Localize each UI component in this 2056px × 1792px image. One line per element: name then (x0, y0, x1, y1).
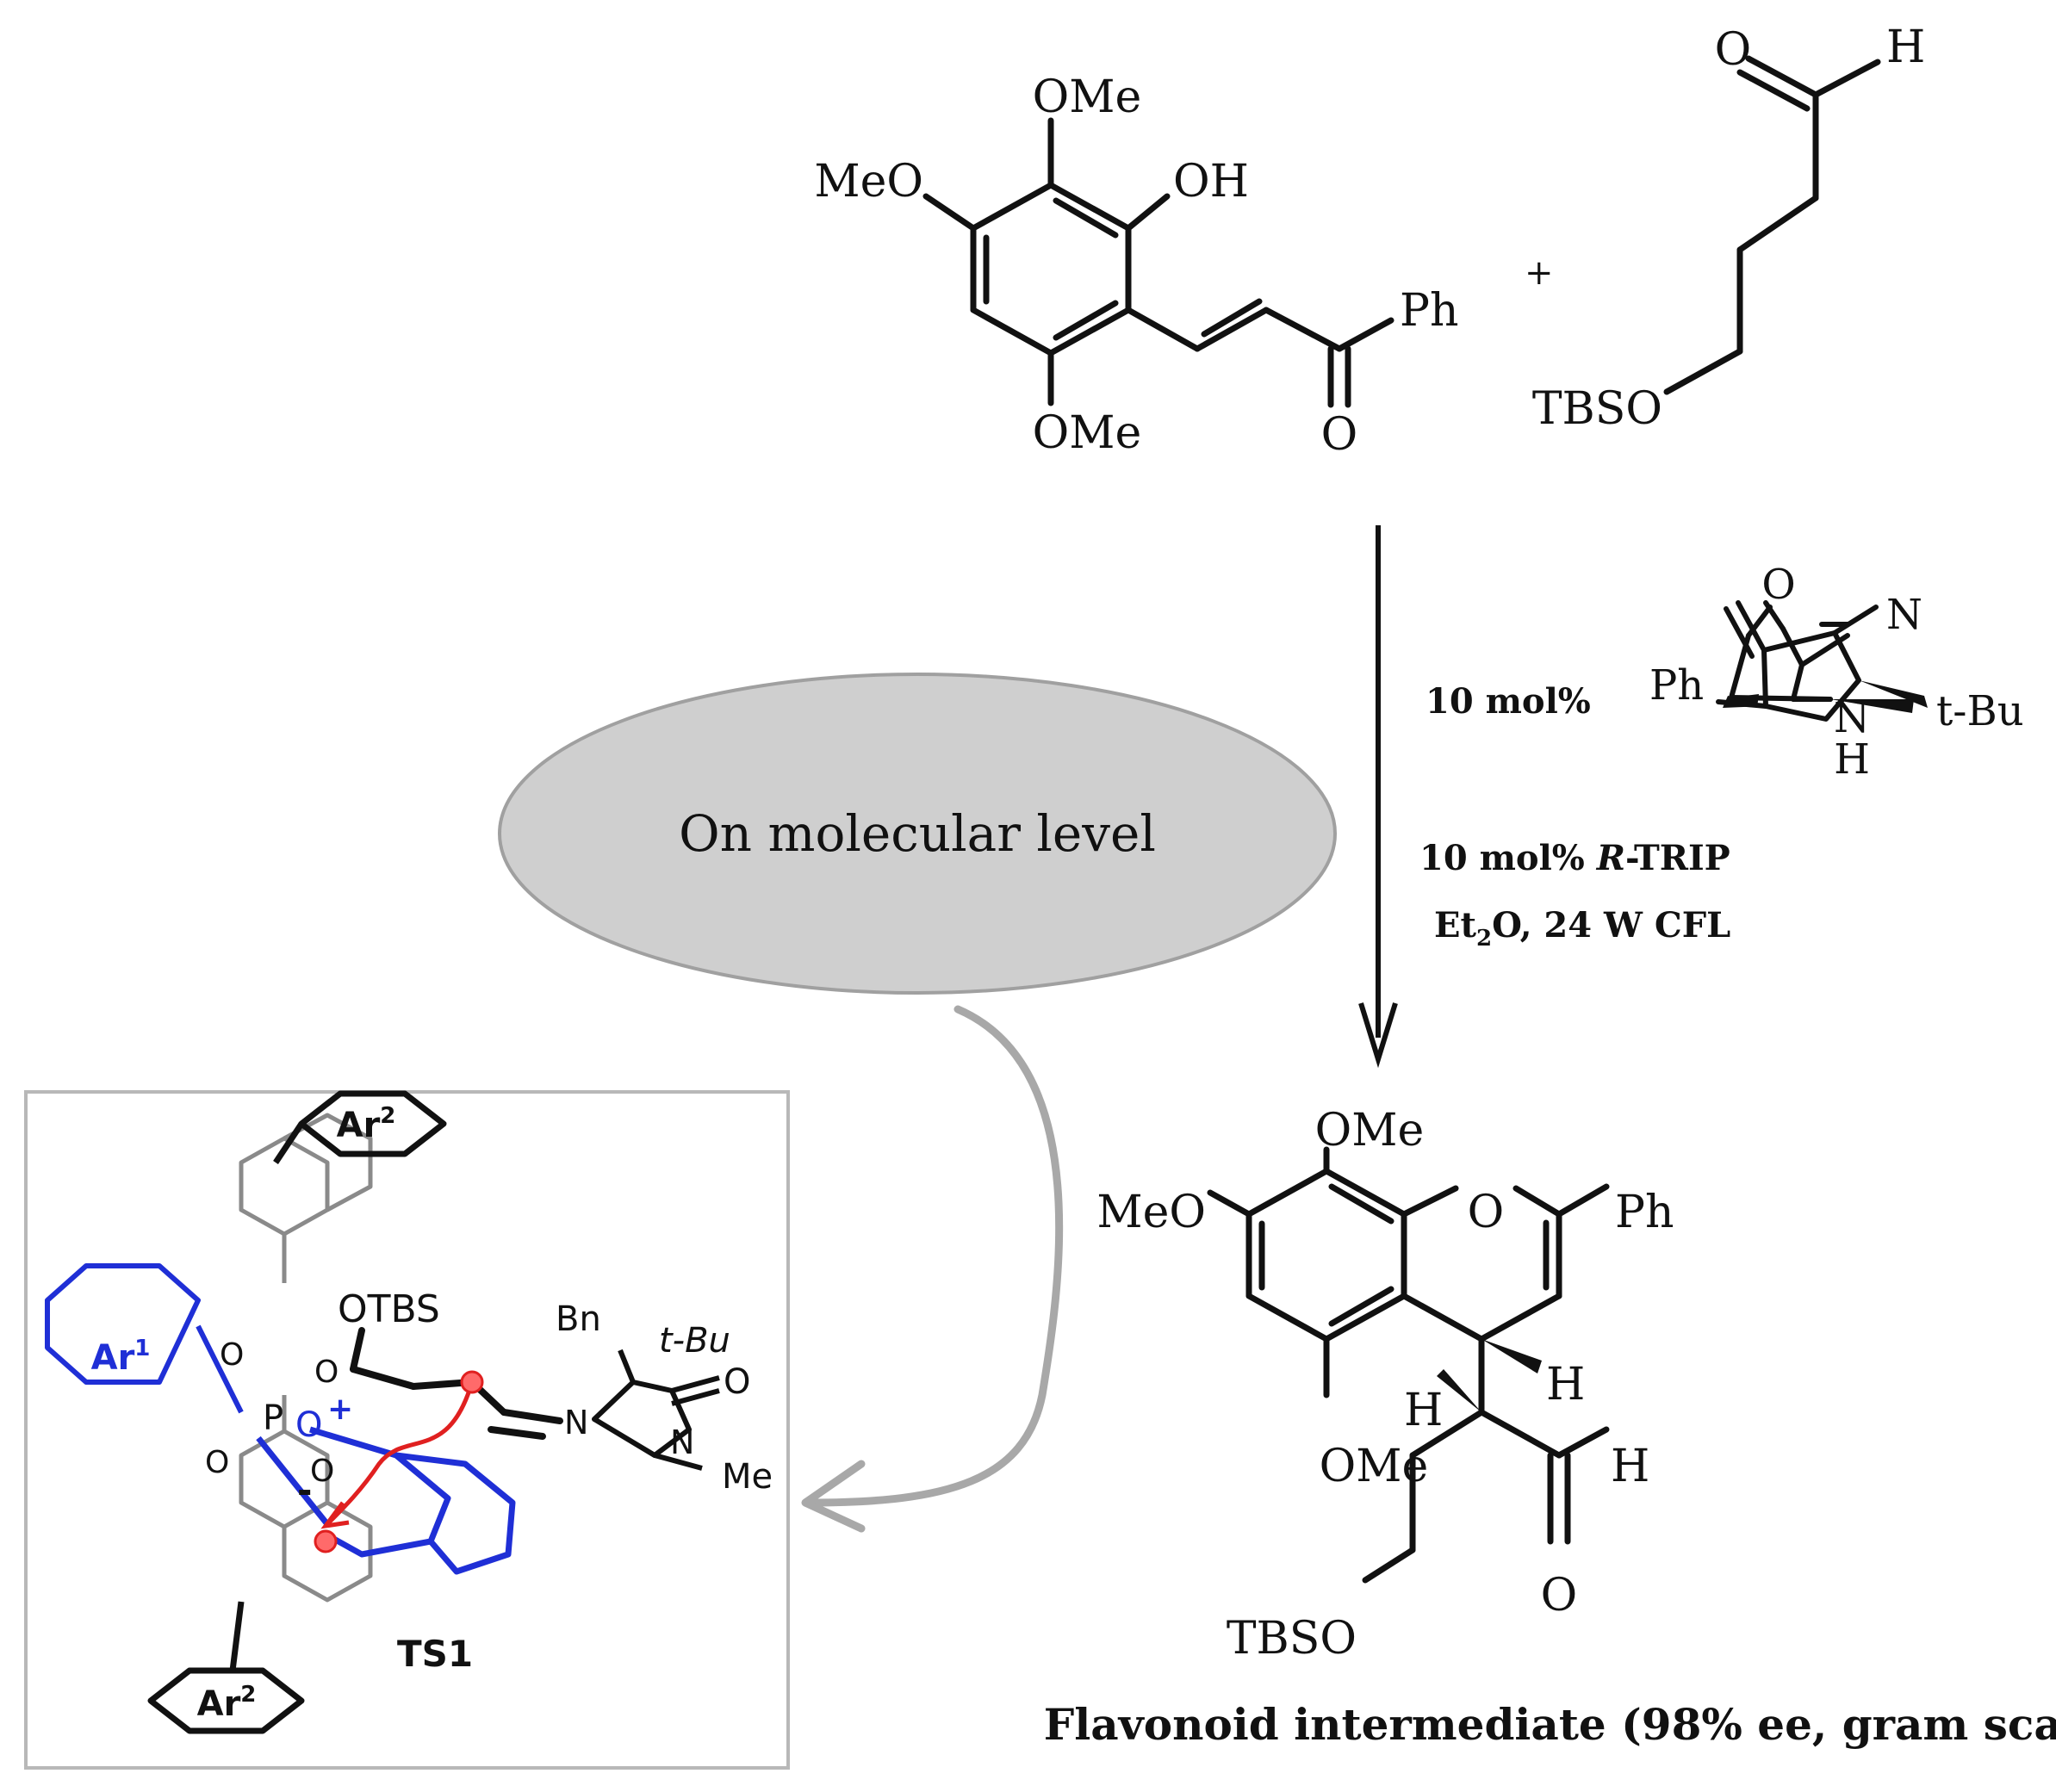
ts-phosphate-o4: O (310, 1454, 334, 1489)
ts-oxonium-o: O (295, 1405, 322, 1445)
ts-otbs: OTBS (338, 1287, 440, 1331)
chalcone-labels: OMe MeO OH OMe Ph O (814, 71, 1458, 461)
plus-sign: + (1525, 253, 1554, 293)
ts-plus: + (327, 1392, 353, 1427)
ts-n-left: N (564, 1404, 588, 1442)
catalyst-tbu: t-Bu (1936, 687, 2024, 735)
ts-phosphate-o1: O (220, 1337, 244, 1373)
aldehyde-o: O (1715, 24, 1752, 76)
ts-electron-arrowhead (320, 1501, 350, 1529)
ts-reactive-center-bottom (314, 1529, 338, 1553)
ts-phosphate-o3: O (205, 1445, 229, 1480)
ts-ar1: Ar1 (91, 1336, 151, 1378)
catalyst-o: O (1761, 561, 1795, 609)
catalyst-labels: O N Ph N H t-Bu (1649, 561, 2024, 784)
catalyst-h: H (1834, 735, 1870, 784)
product-ring-o: O (1468, 1187, 1505, 1238)
product-labels: OMe MeO O Ph H H OMe H O TBSO (1096, 1105, 1674, 1665)
product-tbso: TBSO (1227, 1613, 1357, 1665)
ts-ar2-bottom-ring (147, 1601, 305, 1734)
product-ring-h: H (1546, 1359, 1585, 1411)
acid-name: -TRIP (1625, 838, 1730, 878)
ts-tbu: t-Bu (659, 1321, 730, 1361)
solvent-condition: Et2O, 24 W CFL (1434, 905, 1730, 952)
ts-bn: Bn (556, 1299, 601, 1339)
chalcone-structure (922, 117, 1394, 408)
ts-ar2-top-ring (273, 1090, 447, 1164)
ts-amine-ring (592, 1349, 720, 1471)
ts-ar1-text: Ar (91, 1338, 135, 1378)
acid-condition: 10 mol% R-TRIP (1419, 838, 1730, 878)
ts-minus: - (297, 1469, 312, 1511)
ts-ar2-bottom: Ar2 (197, 1682, 257, 1724)
product-wedges (1437, 1339, 1542, 1412)
ts-ar2-top-text: Ar (337, 1106, 381, 1145)
acid-prefix: R (1596, 838, 1625, 878)
catalyst-loading: 10 mol% (1426, 681, 1591, 722)
aldehyde-structure (1663, 55, 1881, 395)
product-ome-bottom: OMe (1320, 1441, 1429, 1492)
product-side-h: H (1404, 1385, 1443, 1436)
ts-binaphthyl (239, 1113, 373, 1603)
product-structure (1207, 1146, 1610, 1584)
bubble-label: On molecular level (679, 804, 1156, 863)
curved-arrow (805, 1005, 1064, 1507)
ts-ar2-bottom-text: Ar (197, 1684, 241, 1724)
ts-ar1-sup: 1 (134, 1336, 150, 1361)
ts-ar2-bottom-sup: 2 (240, 1682, 256, 1708)
ts-ar1-ring (45, 1263, 244, 1414)
ts-label: TS1 (397, 1633, 473, 1675)
aldehyde-labels: O H TBSO (1532, 22, 1926, 435)
chalcone-ome-bottom: OMe (1033, 407, 1142, 459)
acid-loading: 10 mol% (1419, 838, 1597, 878)
chalcone-ome-top: OMe (1033, 71, 1142, 123)
ts-amide-o: O (724, 1362, 750, 1402)
aldehyde-h: H (1886, 22, 1925, 73)
product-meo: MeO (1096, 1187, 1206, 1238)
product-aldehyde-o: O (1541, 1570, 1578, 1621)
molecular-level-bubble (498, 673, 1337, 995)
solvent-prefix: Et (1434, 905, 1476, 946)
catalyst-stereo-wedges (1723, 680, 1928, 708)
catalyst-ph: Ph (1649, 661, 1704, 710)
curved-arrowhead (801, 1460, 866, 1533)
ts-methyl: Me (722, 1457, 773, 1497)
catalyst-n-bottom: N (1834, 694, 1870, 742)
catalyst-n-top: N (1886, 591, 1922, 639)
product-ome-top: OMe (1315, 1105, 1425, 1156)
product-aldehyde-h: H (1611, 1441, 1649, 1492)
ts-ar2-top-sup: 2 (380, 1103, 395, 1129)
chalcone-ph: Ph (1400, 285, 1458, 337)
solvent-suffix: O, 24 W CFL (1492, 905, 1730, 946)
product-ph: Ph (1615, 1187, 1674, 1238)
ts-phosphate-o2: O (314, 1355, 339, 1390)
ts-labels: OTBS Bn t-Bu O O O P O + O O - N N Me TS… (205, 1287, 773, 1675)
ts-electron-arrow (326, 1381, 475, 1526)
ts-reactive-center-top (460, 1370, 484, 1394)
reaction-arrowhead (1358, 1002, 1398, 1069)
aldehyde-tbso: TBSO (1532, 383, 1662, 435)
chalcone-ketone-o: O (1321, 409, 1358, 461)
ts-phosphorus: P (263, 1398, 283, 1438)
ts-n-right: N (670, 1423, 694, 1461)
product-caption: Flavonoid intermediate (98% ee, gram sca… (1044, 1699, 2056, 1750)
chalcone-meo: MeO (814, 156, 923, 208)
ts-ar2-top: Ar2 (337, 1103, 396, 1145)
ts-blue-arene (256, 1426, 516, 1575)
ts-box (24, 1090, 790, 1770)
solvent-sub: 2 (1476, 926, 1492, 952)
chalcone-oh: OH (1173, 156, 1249, 208)
